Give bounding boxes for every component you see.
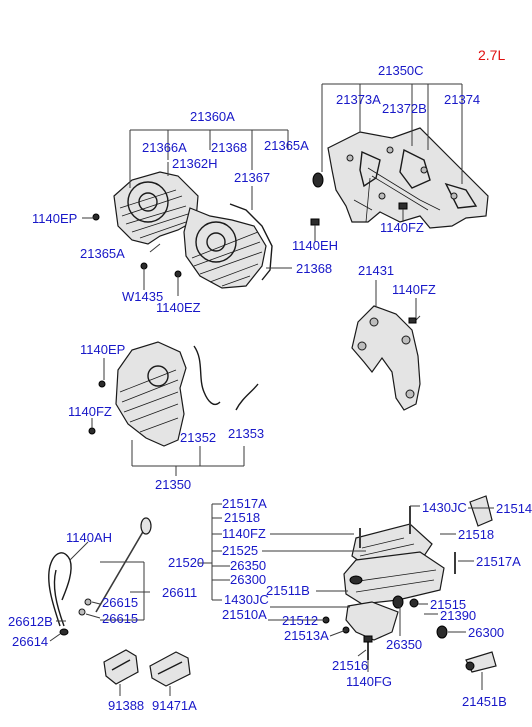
part-label-21350C: 21350C bbox=[378, 63, 424, 78]
bolt-part bbox=[310, 218, 320, 232]
part-label-26612B: 26612B bbox=[8, 614, 53, 629]
oil-pan-assembly-part bbox=[322, 495, 497, 673]
rear-timing-cover-part bbox=[312, 127, 489, 229]
part-label-1140FZ-pan: 1140FZ bbox=[222, 526, 266, 541]
part-label-21515: 21515 bbox=[430, 597, 466, 612]
engine-badge: 2.7L bbox=[478, 47, 505, 63]
part-label-21372B: 21372B bbox=[382, 101, 427, 116]
part-labels: 2.7L 21350C 21373A 21372B 21374 21360A 2… bbox=[8, 47, 532, 713]
part-label-1140EP-upper: 1140EP bbox=[32, 211, 77, 226]
part-label-21510A: 21510A bbox=[222, 607, 267, 622]
part-label-21365A: 21365A bbox=[80, 246, 125, 261]
part-label-1140EZ: 1140EZ bbox=[156, 300, 201, 315]
part-label-21365A-top: 21365A bbox=[264, 138, 309, 153]
part-label-26615-lower: 26615 bbox=[102, 611, 138, 626]
part-label-21518: 21518 bbox=[224, 510, 260, 525]
part-label-21517A: 21517A bbox=[222, 496, 267, 511]
part-label-21367: 21367 bbox=[234, 170, 270, 185]
part-label-21374: 21374 bbox=[444, 92, 480, 107]
part-label-91471A: 91471A bbox=[152, 698, 197, 713]
part-label-21517A-right: 21517A bbox=[476, 554, 521, 569]
part-label-21512: 21512 bbox=[282, 613, 318, 628]
part-label-21431: 21431 bbox=[358, 263, 394, 278]
leader-lines bbox=[49, 83, 494, 696]
part-label-21373A: 21373A bbox=[336, 92, 381, 107]
bracket-part-91471A bbox=[149, 651, 191, 687]
part-label-21368: 21368 bbox=[296, 261, 332, 276]
part-label-26300-right: 26300 bbox=[468, 625, 504, 640]
part-label-1430JC-right: 1430JC bbox=[422, 500, 467, 515]
part-label-21390: 21390 bbox=[440, 608, 476, 623]
part-label-21368-top: 21368 bbox=[211, 140, 247, 155]
part-label-21352: 21352 bbox=[180, 430, 216, 445]
part-label-1140EH: 1140EH bbox=[292, 238, 338, 253]
part-label-26611: 26611 bbox=[162, 585, 197, 600]
part-label-26615: 26615 bbox=[102, 595, 138, 610]
part-label-21516: 21516 bbox=[332, 658, 368, 673]
part-label-26350: 26350 bbox=[230, 558, 266, 573]
bolt-part bbox=[398, 202, 408, 216]
part-label-21520: 21520 bbox=[168, 555, 204, 570]
lower-timing-cover-part bbox=[88, 341, 259, 447]
part-label-91388: 91388 bbox=[108, 698, 144, 713]
part-label-21362H: 21362H bbox=[172, 156, 218, 171]
part-label-21525: 21525 bbox=[222, 543, 258, 558]
part-label-1140FZ-cover: 1140FZ bbox=[380, 220, 424, 235]
part-label-21451B: 21451B bbox=[462, 694, 507, 709]
part-label-1430JC: 1430JC bbox=[224, 592, 269, 607]
part-label-21353: 21353 bbox=[228, 426, 264, 441]
part-label-21366A: 21366A bbox=[142, 140, 187, 155]
part-label-21360A: 21360A bbox=[190, 109, 235, 124]
part-label-1140FZ-bracket: 1140FZ bbox=[392, 282, 436, 297]
part-label-21513A: 21513A bbox=[284, 628, 329, 643]
part-label-1140FG: 1140FG bbox=[346, 674, 392, 689]
part-label-21511B: 21511B bbox=[266, 583, 310, 598]
part-label-26350-right: 26350 bbox=[386, 637, 422, 652]
part-label-26300: 26300 bbox=[230, 572, 266, 587]
engine-bracket-part bbox=[351, 305, 421, 411]
upper-timing-cover-part bbox=[92, 171, 273, 289]
part-label-1140EP-lower: 1140EP bbox=[80, 342, 125, 357]
part-label-21350: 21350 bbox=[155, 477, 191, 492]
part-label-W1435: W1435 bbox=[122, 289, 163, 304]
part-label-26614: 26614 bbox=[12, 634, 48, 649]
part-label-21514: 21514 bbox=[496, 501, 532, 516]
bracket-part-91388 bbox=[103, 649, 139, 685]
part-label-21518-right: 21518 bbox=[458, 527, 494, 542]
part-label-1140AH: 1140AH bbox=[66, 530, 112, 545]
part-label-1140FZ-lower: 1140FZ bbox=[68, 404, 112, 419]
